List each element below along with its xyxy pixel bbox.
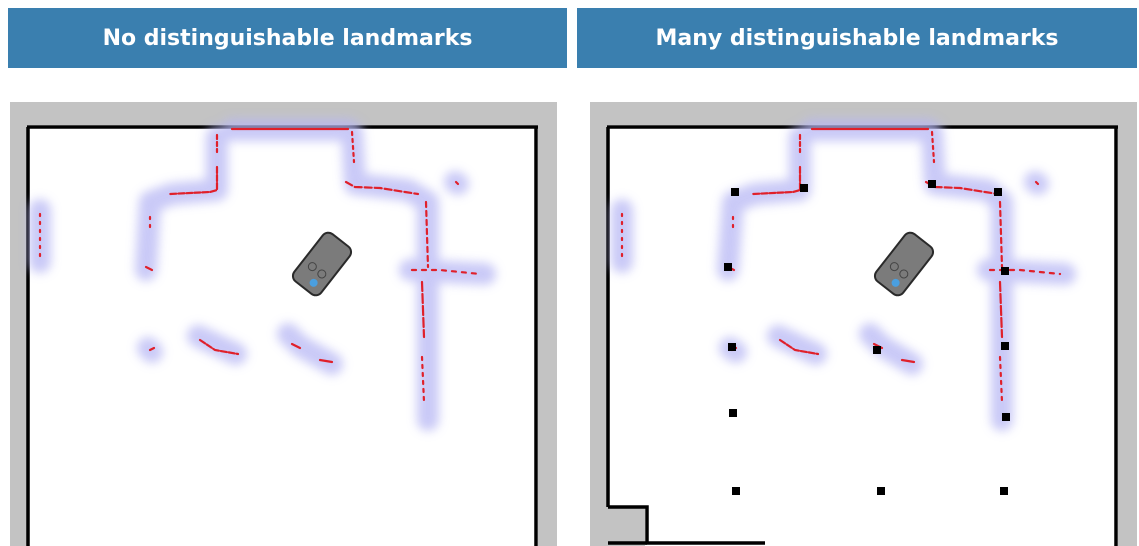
map-view-many-landmarks: [590, 102, 1137, 546]
map-panel-right: [590, 102, 1137, 546]
landmarks: [724, 180, 1010, 495]
landmark-marker: [928, 180, 936, 188]
robot-icon: [873, 231, 935, 297]
landmark-marker: [732, 487, 740, 495]
robot-icon: [291, 231, 353, 297]
landmark-marker: [1001, 267, 1009, 275]
landmark-marker: [1000, 487, 1008, 495]
landmark-marker: [724, 263, 732, 271]
landmark-marker: [800, 184, 808, 192]
landmark-marker: [877, 487, 885, 495]
map-corner-block: [590, 507, 645, 546]
landmark-marker: [873, 346, 881, 354]
landmark-marker: [1002, 413, 1010, 421]
panel-title-left: No distinguishable landmarks: [8, 8, 567, 68]
landmark-marker: [728, 343, 736, 351]
landmark-marker: [731, 188, 739, 196]
landmark-marker: [994, 188, 1002, 196]
landmark-marker: [729, 409, 737, 417]
laser-scan-points: [38, 127, 482, 404]
map-view-no-landmarks: [10, 102, 557, 546]
map-panel-left: [10, 102, 557, 546]
panel-title-right: Many distinguishable landmarks: [577, 8, 1137, 68]
landmark-marker: [1001, 342, 1009, 350]
